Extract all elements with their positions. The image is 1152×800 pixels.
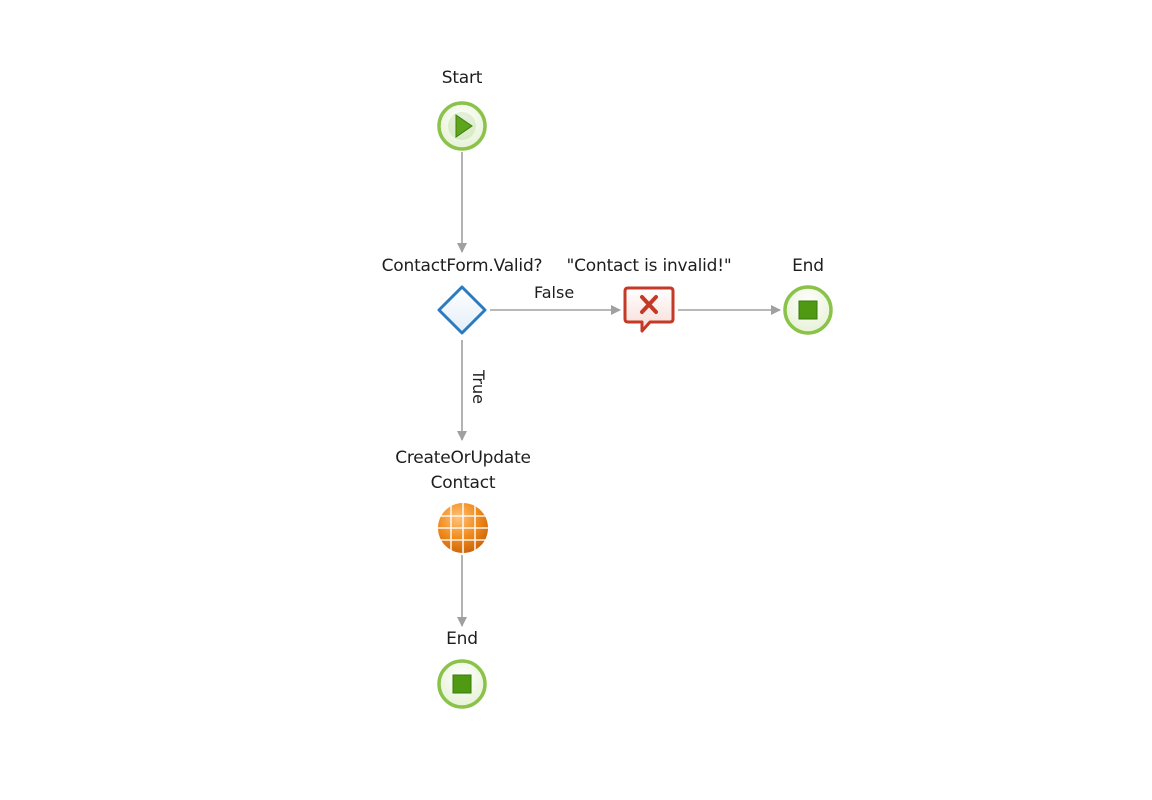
end-false-node[interactable] [782, 284, 834, 336]
end-stop-icon [783, 285, 833, 335]
decision-node[interactable] [436, 284, 488, 336]
raise-error-node[interactable] [622, 285, 676, 335]
decision-label: ContactForm.Valid? [381, 256, 543, 276]
create-update-label-line1: CreateOrUpdate [395, 448, 531, 468]
create-update-node[interactable] [436, 501, 490, 555]
start-play-icon [437, 101, 487, 151]
end-false-label: End [792, 256, 824, 276]
start-node[interactable] [436, 100, 488, 152]
false-edge-label: False [534, 283, 575, 302]
end-true-label: End [446, 629, 478, 649]
start-label: Start [441, 68, 483, 88]
true-edge-label: True [469, 370, 488, 404]
create-update-label-line2: Contact [430, 473, 496, 493]
error-message-label: "Contact is invalid!" [566, 256, 732, 276]
entity-action-icon [438, 503, 488, 553]
create-update-label: CreateOrUpdate Contact [395, 446, 531, 496]
end-true-node[interactable] [436, 658, 488, 710]
diamond-if-icon [437, 285, 487, 335]
end-stop-icon [437, 659, 487, 709]
error-message-icon [623, 286, 675, 333]
